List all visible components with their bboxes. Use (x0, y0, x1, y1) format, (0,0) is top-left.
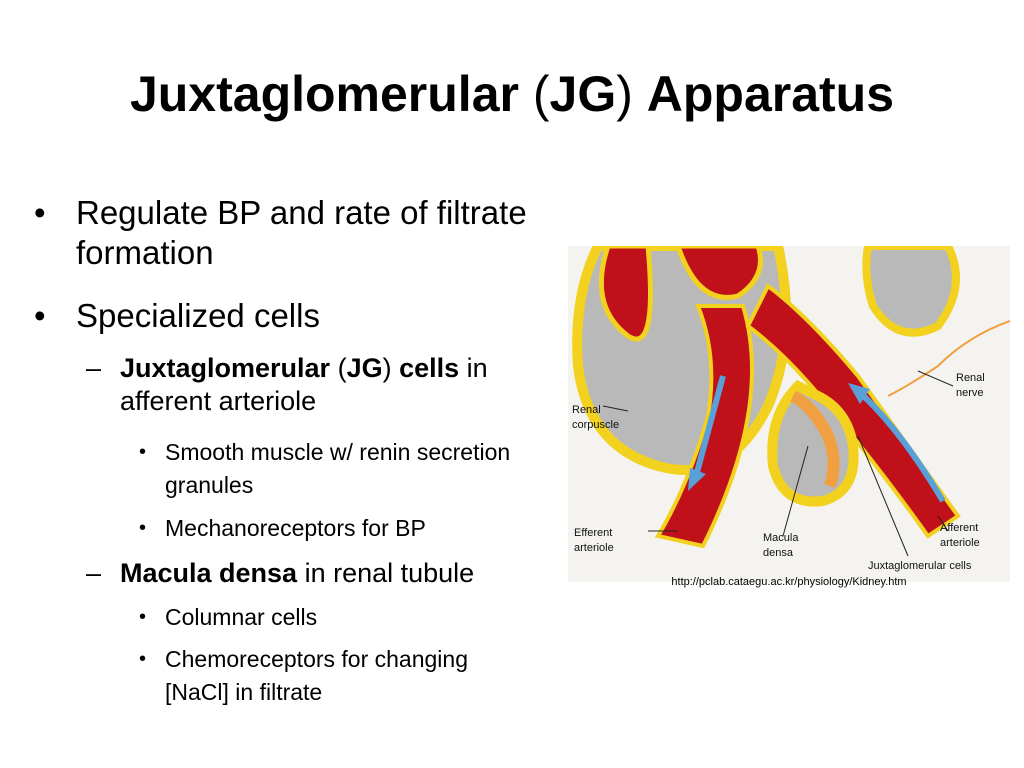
subbullet-line1: Juxtaglomerular (JG) cells in (120, 352, 590, 385)
subsub-dot: • (139, 441, 147, 463)
figure-source-link[interactable]: http://pclab.cataegu.ac.kr/physiology/Ki… (671, 576, 907, 588)
label-efferent-1: Efferent (574, 527, 612, 539)
bullet-specialized-cells: • Specialized cells (34, 296, 616, 336)
subsub-line1: Chemoreceptors for changing (165, 646, 468, 672)
macula-bold: Macula densa (120, 558, 298, 588)
subbullet-line2: afferent arteriole (120, 386, 317, 416)
bullet-text: Specialized cells (76, 297, 320, 334)
capsule-loop-shape (862, 246, 960, 337)
jg-paren-close: ) (382, 353, 400, 383)
leader-jg-cells (857, 435, 909, 557)
leader-macula (782, 445, 809, 537)
jg-bold-3: cells (399, 353, 460, 383)
title-jg: JG (549, 66, 617, 122)
subbullet-dash: – (86, 353, 102, 383)
afferent-flow-arrow (856, 388, 946, 503)
capillary-loop-left (598, 246, 653, 342)
subsub-columnar: • Columnar cells (139, 601, 570, 634)
subsub-line2: granules (165, 472, 254, 498)
subbullet-dash: – (86, 558, 102, 588)
label-renal-nerve-2: nerve (956, 387, 984, 399)
bullet-text-line2: formation (76, 234, 214, 271)
macula-densa-shape (790, 390, 840, 488)
diagram-svg: Renal corpuscle Renal nerve Efferent art… (568, 246, 1010, 582)
subbullet-jg-cells: – Juxtaglomerular (JG) cells in afferent… (86, 352, 590, 418)
afferent-arrowhead-icon (848, 383, 870, 404)
title-juxtaglomerular: Juxtaglomerular (129, 66, 519, 122)
subsub-dot: • (139, 648, 147, 670)
jg-bold-1: Juxtaglomerular (120, 353, 331, 383)
leader-afferent (937, 515, 949, 532)
efferent-flow-arrow (693, 375, 726, 477)
subsub-line2: [NaCl] in filtrate (165, 679, 323, 705)
efferent-arteriole-shape (654, 304, 754, 549)
afferent-arteriole-shape (745, 282, 961, 539)
renal-nerve-shape (887, 320, 1010, 397)
bullet-text-line1: Regulate BP and rate of filtrate (76, 194, 527, 231)
label-jg-cells: Juxtaglomerular cells (868, 560, 972, 572)
label-macula-2: densa (763, 547, 794, 559)
title-apparatus: Apparatus (646, 66, 895, 122)
jg-rest: in (459, 353, 488, 383)
jg-apparatus-diagram: Renal corpuscle Renal nerve Efferent art… (568, 246, 1010, 582)
label-afferent-1: Afferent (940, 522, 978, 534)
bullet-dot: • (34, 194, 46, 231)
subsub-dot: • (139, 517, 147, 539)
subsub-mechanoreceptors: • Mechanoreceptors for BP (139, 512, 570, 545)
label-afferent-2: arteriole (940, 537, 980, 549)
label-macula-1: Macula (763, 532, 799, 544)
title-paren-close: ) (616, 66, 647, 122)
subsub-chemoreceptors: • Chemoreceptors for changing [NaCl] in … (139, 643, 570, 709)
capillary-loop-middle (675, 246, 763, 300)
leader-renal-corpuscle (602, 405, 629, 412)
label-renal-nerve-1: Renal (956, 372, 985, 384)
subsub-text: Columnar cells (165, 604, 318, 630)
subsub-text: Mechanoreceptors for BP (165, 515, 426, 541)
slide-title: Juxtaglomerular (JG) Apparatus (0, 62, 1024, 126)
subbullet-line1: Macula densa in renal tubule (120, 557, 590, 590)
subsub-line1: Smooth muscle w/ renin secretion (165, 439, 511, 465)
subsub-dot: • (139, 606, 147, 628)
subsub-smooth-muscle: • Smooth muscle w/ renin secretion granu… (139, 436, 570, 502)
title-paren-open: ( (518, 66, 550, 122)
efferent-arrowhead-icon (688, 468, 706, 491)
bullet-dot: • (34, 297, 46, 334)
jg-bold-2: JG (346, 353, 383, 383)
leader-renal-nerve (917, 370, 954, 387)
label-efferent-2: arteriole (574, 542, 614, 554)
jg-paren-open: ( (330, 353, 347, 383)
bullet-regulate-bp: • Regulate BP and rate of filtrate forma… (34, 193, 616, 273)
label-renal-corpuscle-1: Renal (572, 404, 601, 416)
macula-rest: in renal tubule (297, 558, 475, 588)
label-renal-corpuscle-2: corpuscle (572, 419, 619, 431)
subbullet-macula-densa: – Macula densa in renal tubule (86, 557, 590, 590)
